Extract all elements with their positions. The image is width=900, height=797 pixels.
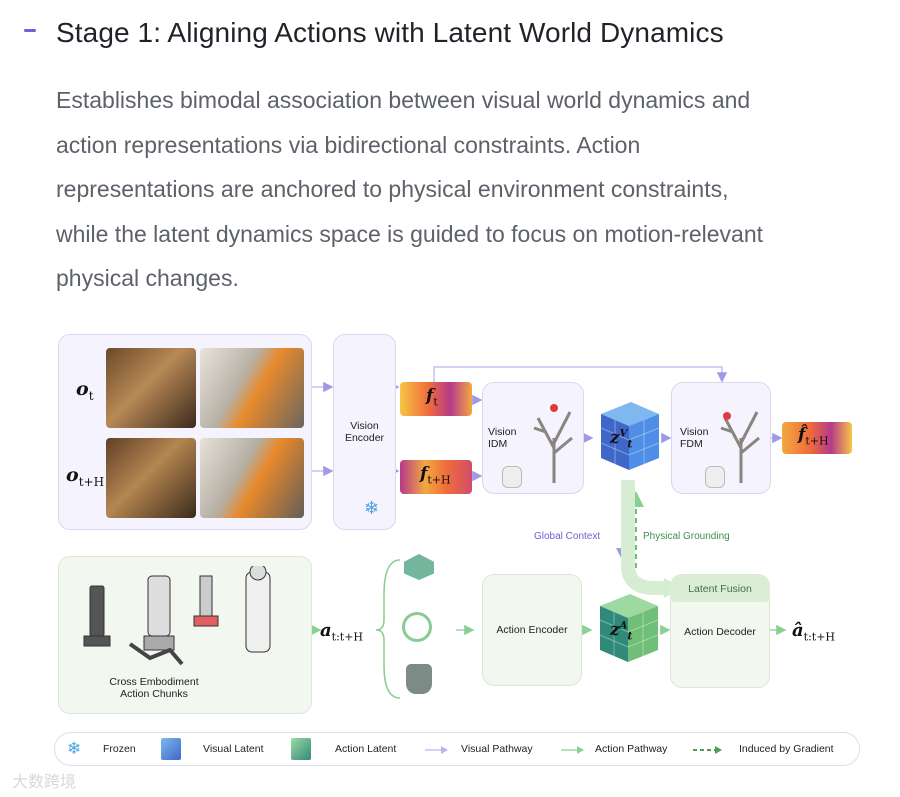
description-line: representations are anchored to physical… <box>56 176 729 202</box>
action-latent-cube-icon <box>291 738 311 760</box>
action-latent-cube <box>599 594 659 662</box>
feature-map-t <box>400 382 472 416</box>
visual-pathway-arrow-icon <box>425 746 448 754</box>
global-context-label: Global Context <box>534 531 601 542</box>
visual-latent-cube-icon <box>161 738 181 760</box>
description-line: action representations via bidirectional… <box>56 131 641 158</box>
visual-latent-cube <box>600 402 660 470</box>
description-line: Establishes bimodal association between … <box>56 87 751 113</box>
gripper-icon <box>406 664 432 694</box>
architecture-figure: ot ot+H Vision Encoder ❄ ft ft+H Vision … <box>54 330 874 775</box>
feature-t-label: ft <box>426 386 438 409</box>
vision-fdm-label: Vision FDM <box>680 426 709 450</box>
physical-grounding-label: Physical Grounding <box>643 531 730 542</box>
action-chunk-label: at:t+H <box>320 620 364 644</box>
section-title: Stage 1: Aligning Actions with Latent Wo… <box>56 17 724 48</box>
legend-induced-gradient: Induced by Gradient <box>739 743 834 755</box>
action-decoder-label: Action Decoder <box>684 626 756 638</box>
feature-tH-label: ft+H <box>420 464 451 487</box>
vision-idm-box <box>482 382 584 494</box>
watermark: 大数跨境 <box>12 774 77 791</box>
rotation-icon <box>402 612 432 642</box>
legend-visual-pathway: Visual Pathway <box>461 743 533 755</box>
cross-embodiment-label: Cross Embodiment Action Chunks <box>109 676 199 700</box>
feature-map-tH <box>400 460 472 494</box>
vision-encoder-box <box>333 334 396 530</box>
obs-tH-label: ot+H <box>66 464 105 489</box>
legend-bar: ❄ Frozen Visual Latent Action Latent Vis… <box>54 732 860 766</box>
legend-visual-latent: Visual Latent <box>203 743 264 755</box>
fdm-robot-icon <box>705 466 725 488</box>
snowflake-icon: ❄ <box>67 739 82 758</box>
obs-t-label: ot <box>76 378 94 403</box>
action-encoder-label: Action Encoder <box>496 624 568 636</box>
legend-action-latent: Action Latent <box>335 743 397 755</box>
vision-idm-label: Vision IDM <box>488 426 517 450</box>
idm-robot-icon <box>502 466 522 488</box>
latent-fusion-label: Latent Fusion <box>688 583 752 595</box>
action-encoder-box <box>482 574 582 686</box>
legend-action-pathway: Action Pathway <box>595 743 668 755</box>
idm-tree-icon <box>533 404 573 483</box>
observation-image-tH-secondary <box>200 438 304 518</box>
fdm-tree-icon <box>720 411 760 483</box>
predicted-feature-label: f̂t+H <box>798 425 829 448</box>
predicted-feature-map <box>782 422 852 454</box>
legend-frozen: Frozen <box>103 743 136 755</box>
action-latent-label: zAt <box>610 620 633 643</box>
robots-illustration <box>83 566 271 666</box>
observation-image-t-secondary <box>200 348 304 428</box>
observation-image-t-main <box>106 348 196 428</box>
predicted-action-label: ât:t+H <box>792 620 836 644</box>
snowflake-icon: ❄ <box>364 498 380 518</box>
section-description: Establishes bimodal association between … <box>56 78 876 301</box>
action-pathway-arrow-icon <box>561 746 584 754</box>
gradient-arrow-icon <box>693 746 722 754</box>
visual-latent-label: zVt <box>610 428 633 451</box>
observation-image-tH-main <box>106 438 196 518</box>
vision-encoder-label: Vision Encoder <box>344 420 385 444</box>
latent-fusion-tag <box>670 574 770 602</box>
description-line: physical changes. <box>56 265 239 291</box>
bullet-dash <box>24 29 36 32</box>
description-line: while the latent dynamics space is guide… <box>56 220 764 247</box>
